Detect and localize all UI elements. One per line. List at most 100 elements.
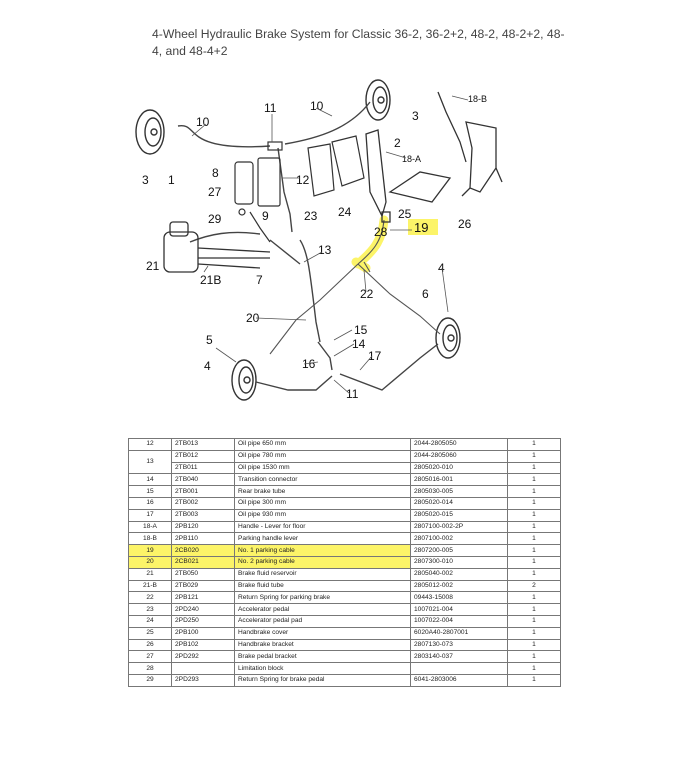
cell-ref: 2807200-005 <box>410 544 508 557</box>
cell-ref: 2805040-002 <box>410 567 508 581</box>
cell-qty: 2 <box>507 579 561 593</box>
cell-ref <box>410 662 508 675</box>
cell-ref: 2805016-001 <box>410 473 508 487</box>
label-4b: 4 <box>438 261 445 275</box>
part-labels: 1 2 3 3 4 4 5 6 7 8 9 10 10 11 11 12 13 … <box>142 94 487 401</box>
cell-desc: Accelerator pedal pad <box>234 614 411 628</box>
label-15: 15 <box>354 323 368 337</box>
cell-code <box>171 662 235 675</box>
cell-desc: Oil pipe 300 mm <box>234 496 411 510</box>
cell-qty: 1 <box>507 496 561 510</box>
cell-qty: 1 <box>507 544 561 557</box>
front-right-wheel <box>365 79 391 121</box>
cell-desc: Handbrake cover <box>234 626 411 640</box>
cell-no: 21 <box>128 567 172 581</box>
cell-desc: Accelerator pedal <box>234 603 411 616</box>
label-22: 22 <box>360 287 374 301</box>
label-18b: 18-B <box>468 94 487 104</box>
cell-ref: 2807300-010 <box>410 555 508 569</box>
cell-ref: 2805030-005 <box>410 485 508 498</box>
brake-system-diagram: 1 2 3 3 4 4 5 6 7 8 9 10 10 11 11 12 13 … <box>135 79 503 401</box>
cell-desc: Return Spring for parking brake <box>234 591 411 605</box>
cell-no: 17 <box>128 508 172 522</box>
label-10b: 10 <box>310 99 324 113</box>
cell-ref: 09443-15008 <box>410 591 508 605</box>
cell-code: 2PB121 <box>171 591 235 605</box>
cell-desc: Limitation block <box>234 662 411 675</box>
label-17: 17 <box>368 349 382 363</box>
cell-ref: 2807100-002 <box>410 532 508 546</box>
cell-no: 27 <box>128 650 172 664</box>
cell-qty: 1 <box>507 555 561 569</box>
cell-ref: 2044-2805050 <box>410 438 508 451</box>
cell-qty: 1 <box>507 532 561 546</box>
label-18a: 18-A <box>402 154 421 164</box>
cell-no: 18-A <box>128 520 172 534</box>
label-12: 12 <box>296 173 310 187</box>
cell-desc: Oil pipe 780 mm <box>234 449 411 463</box>
cell-code: 2PB120 <box>171 520 235 534</box>
cell-desc: Handbrake bracket <box>234 638 411 652</box>
cell-ref: 1007021-004 <box>410 603 508 616</box>
label-21: 21 <box>146 259 160 273</box>
handbrake-bracket <box>437 91 503 197</box>
label-13: 13 <box>318 243 332 257</box>
label-25: 25 <box>398 207 412 221</box>
cell-code: 2TB029 <box>171 579 235 593</box>
cell-qty: 1 <box>507 508 561 522</box>
label-8: 8 <box>212 166 219 180</box>
cell-ref: 2805012-002 <box>410 579 508 593</box>
label-5: 5 <box>206 333 213 347</box>
cell-desc: Rear brake tube <box>234 485 411 498</box>
cell-no: 22 <box>128 591 172 605</box>
cell-code: 2TB013 <box>171 438 235 451</box>
cell-qty: 1 <box>507 626 561 640</box>
cell-no: 26 <box>128 638 172 652</box>
cell-desc: Transition connector <box>234 473 411 487</box>
cell-qty: 1 <box>507 473 561 487</box>
label-7: 7 <box>256 273 263 287</box>
label-11b: 11 <box>346 387 359 401</box>
cell-no: 29 <box>128 673 172 687</box>
label-11a: 11 <box>264 101 277 115</box>
label-3b: 3 <box>412 109 419 123</box>
cell-qty: 1 <box>507 449 561 463</box>
cell-qty: 1 <box>507 638 561 652</box>
cell-no: 13 <box>128 449 172 475</box>
parking-cables <box>269 219 441 355</box>
cell-code: 2CB020 <box>171 544 235 557</box>
cell-code: 2TB040 <box>171 473 235 487</box>
page-title: 4-Wheel Hydraulic Brake System for Class… <box>152 27 565 58</box>
cell-code: 2PB100 <box>171 626 235 640</box>
rear-left-wheel <box>231 359 257 401</box>
cell-code: 2TB001 <box>171 485 235 498</box>
cell-code: 2TB002 <box>171 496 235 510</box>
cell-ref: 2805020-014 <box>410 496 508 510</box>
cell-code: 2PD293 <box>171 673 235 687</box>
cell-ref: 2044-2805060 <box>410 449 508 463</box>
cell-qty: 1 <box>507 591 561 605</box>
label-1: 1 <box>168 173 175 187</box>
rear-right-wheel <box>435 317 461 359</box>
cell-desc: Brake pedal bracket <box>234 650 411 664</box>
highlight-cable-20 <box>351 257 371 273</box>
cell-code: 2PB102 <box>171 638 235 652</box>
cell-code: 2TB050 <box>171 567 235 581</box>
cell-ref: 6041-2803006 <box>410 673 508 687</box>
label-24: 24 <box>338 205 352 219</box>
cell-desc: Brake fluid reservoir <box>234 567 411 581</box>
cell-ref: 2805020-015 <box>410 508 508 522</box>
